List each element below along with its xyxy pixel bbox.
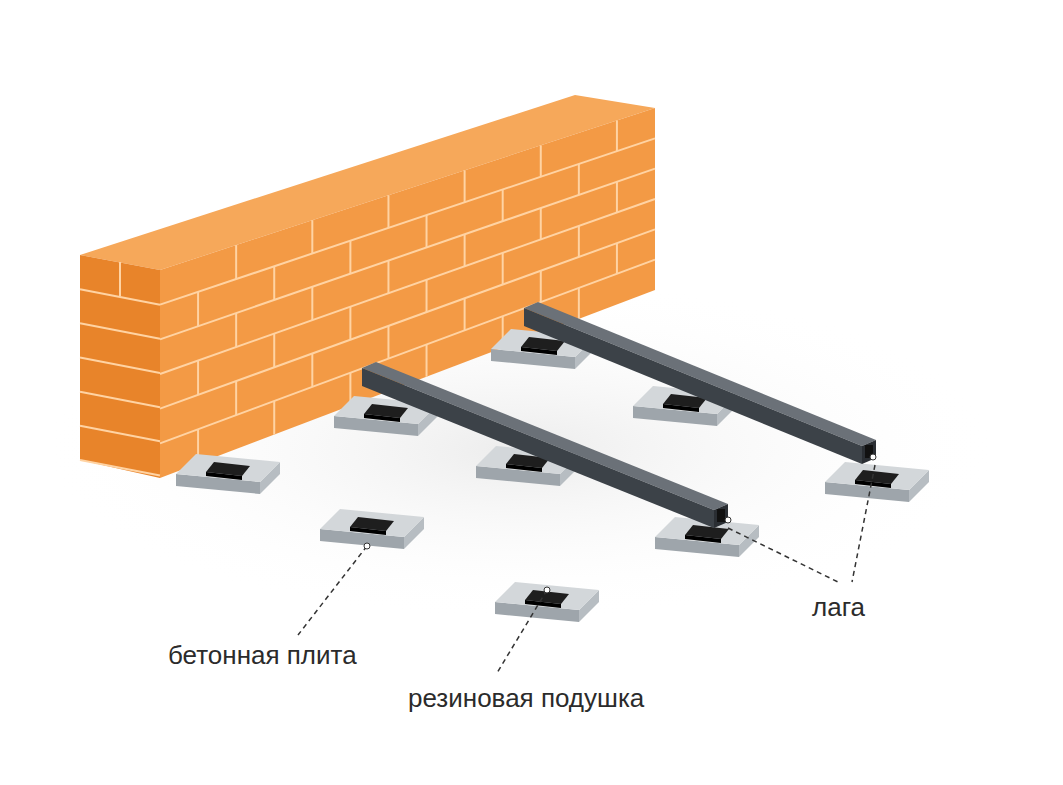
rubber-pad-side (206, 472, 242, 480)
joist-end (862, 440, 876, 464)
concrete-slab (825, 462, 929, 490)
brick-joint (311, 220, 313, 253)
brick-course (80, 426, 160, 442)
joist-end (714, 504, 728, 528)
brick-joint (273, 334, 275, 368)
rubber-pad-side (364, 414, 400, 422)
brick-joint (349, 307, 351, 340)
leader-dots (364, 454, 876, 593)
brick-joint (387, 195, 389, 228)
brick-joint (578, 226, 580, 257)
brick-joint (502, 253, 504, 285)
joist-side (362, 368, 714, 528)
brick-course (80, 358, 160, 374)
joist-top (524, 302, 876, 446)
rubber-pad-side (350, 527, 386, 535)
brick-joint (502, 190, 504, 222)
rubber-pad-side (521, 347, 557, 355)
concrete-slab (320, 509, 424, 537)
brick-joint (464, 298, 466, 330)
brick-course (160, 260, 655, 444)
joist-side (524, 308, 862, 464)
brick-joint (387, 261, 389, 294)
callout-label: бетонная плита (168, 640, 357, 671)
brick-course (80, 323, 160, 339)
brick-joint (273, 401, 275, 435)
callout-label: резиновая подушка (408, 683, 644, 714)
concrete-slab (495, 582, 599, 610)
leader-line (298, 546, 367, 635)
leader-dot (725, 517, 731, 523)
slabs (176, 329, 929, 622)
brick-joint (540, 145, 542, 176)
leader-dot (364, 543, 370, 549)
brick-course (80, 392, 160, 408)
leader-line (728, 528, 838, 582)
joists (362, 302, 876, 528)
brick-joint (464, 170, 466, 202)
leader-dot (870, 454, 876, 460)
brick-course (160, 169, 655, 340)
brick-joint (311, 353, 313, 386)
brick-joint (464, 234, 466, 266)
brick-joint (426, 215, 428, 247)
concrete-slab (176, 454, 280, 482)
brick-wall (80, 95, 655, 478)
brick-joint (235, 313, 237, 347)
brick-course (80, 460, 160, 476)
brick-joint (616, 182, 618, 213)
brick-joint (540, 271, 542, 302)
brick-joint (540, 208, 542, 239)
rubber-pad-side (663, 404, 699, 412)
brick-joint (616, 243, 618, 274)
brick-joint (616, 120, 618, 151)
joist-top (362, 362, 728, 510)
rubber-pad-side (525, 600, 561, 608)
rubber-pad-side (685, 535, 721, 543)
leader-lines (298, 465, 875, 673)
brick-joint (426, 344, 428, 376)
brick-joint (235, 381, 237, 415)
brick-joint (119, 262, 121, 296)
brick-joint (197, 361, 199, 395)
rubber-pad-side (855, 480, 891, 488)
leader-dot (544, 587, 550, 593)
brick-joint (387, 326, 389, 359)
wall-end (80, 255, 160, 478)
brick-course (160, 138, 655, 304)
brick-joints (80, 120, 655, 475)
brick-joint (349, 241, 351, 274)
brick-joint (578, 288, 580, 319)
brick-joint (311, 287, 313, 320)
joist-hollow (717, 509, 725, 522)
brick-joint (426, 280, 428, 312)
rubber-pad-side (506, 464, 542, 472)
wall-front (160, 108, 655, 478)
leader-line (497, 590, 547, 673)
callout-label: лага (812, 592, 865, 623)
brick-joint (235, 245, 237, 279)
leader-line (852, 465, 875, 582)
brick-joint (578, 164, 580, 195)
brick-joint (197, 292, 199, 326)
brick-joint (273, 266, 275, 300)
